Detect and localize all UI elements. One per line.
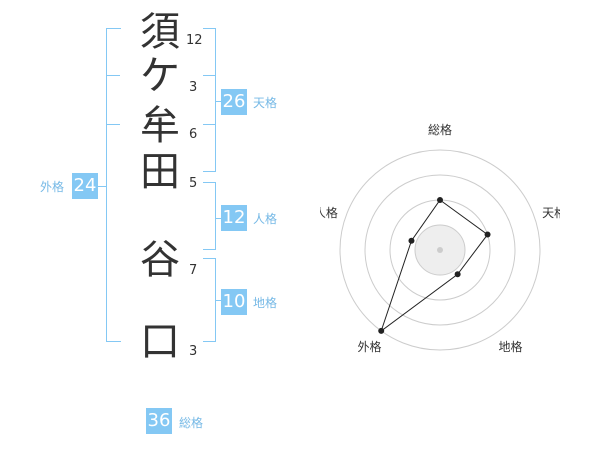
gaikaku-value: 24 bbox=[72, 173, 98, 199]
radar-point-3 bbox=[454, 271, 461, 278]
strokes-5: 7 bbox=[189, 263, 198, 278]
bracket-tick bbox=[106, 124, 120, 125]
char-2: ケ bbox=[140, 53, 180, 99]
strokes-3: 6 bbox=[189, 127, 198, 142]
jinkaku-value: 12 bbox=[221, 205, 247, 231]
bracket-tick bbox=[215, 300, 221, 301]
strokes-1: 12 bbox=[186, 33, 203, 48]
tenkaku-bracket bbox=[203, 28, 216, 172]
jinkaku-label: 人格 bbox=[253, 212, 278, 226]
soukaku-value: 36 bbox=[146, 408, 172, 434]
jinkaku-bracket bbox=[203, 182, 216, 250]
bracket-tick bbox=[203, 124, 215, 125]
bracket-tick bbox=[98, 186, 106, 187]
strokes-4: 5 bbox=[189, 176, 198, 191]
char-4: 田 bbox=[140, 149, 180, 195]
radar-point-4 bbox=[378, 327, 385, 334]
bracket-tick bbox=[106, 75, 120, 76]
radar-chart: 総格天格地格 外格 人格 bbox=[320, 122, 560, 354]
strokes-6: 3 bbox=[189, 344, 198, 359]
radar-axis-label: 天格 bbox=[542, 205, 560, 220]
bracket-tick bbox=[215, 218, 221, 219]
radar-point-5 bbox=[408, 237, 415, 244]
soukaku-label: 総格 bbox=[179, 416, 204, 430]
radar-axis-label: 地格 bbox=[499, 339, 523, 354]
char-1: 須 bbox=[140, 9, 180, 55]
strokes-2: 3 bbox=[189, 80, 198, 95]
radar-ring bbox=[339, 149, 541, 351]
tenkaku-label: 天格 bbox=[253, 96, 278, 110]
radar-axis-label: 外格 bbox=[357, 339, 381, 354]
char-6: 口 bbox=[140, 319, 180, 365]
bracket-tick bbox=[215, 101, 221, 102]
bracket-tick bbox=[203, 75, 215, 76]
radar-axis-label: 総格 bbox=[428, 122, 452, 137]
radar-polygon bbox=[380, 199, 489, 333]
chikaku-label: 地格 bbox=[253, 296, 278, 310]
radar-ring bbox=[364, 174, 516, 326]
chikaku-value: 10 bbox=[221, 289, 247, 315]
gaikaku-label: 外格 bbox=[40, 180, 65, 194]
radar-axis-label: 人格 bbox=[320, 205, 338, 220]
radar-center bbox=[437, 247, 443, 253]
char-3: 牟 bbox=[140, 103, 180, 149]
char-5: 谷 bbox=[140, 237, 180, 283]
radar-point-1 bbox=[437, 197, 443, 203]
gaikaku-bracket bbox=[106, 28, 121, 342]
radar-point-2 bbox=[484, 231, 491, 238]
tenkaku-value: 26 bbox=[221, 89, 247, 115]
